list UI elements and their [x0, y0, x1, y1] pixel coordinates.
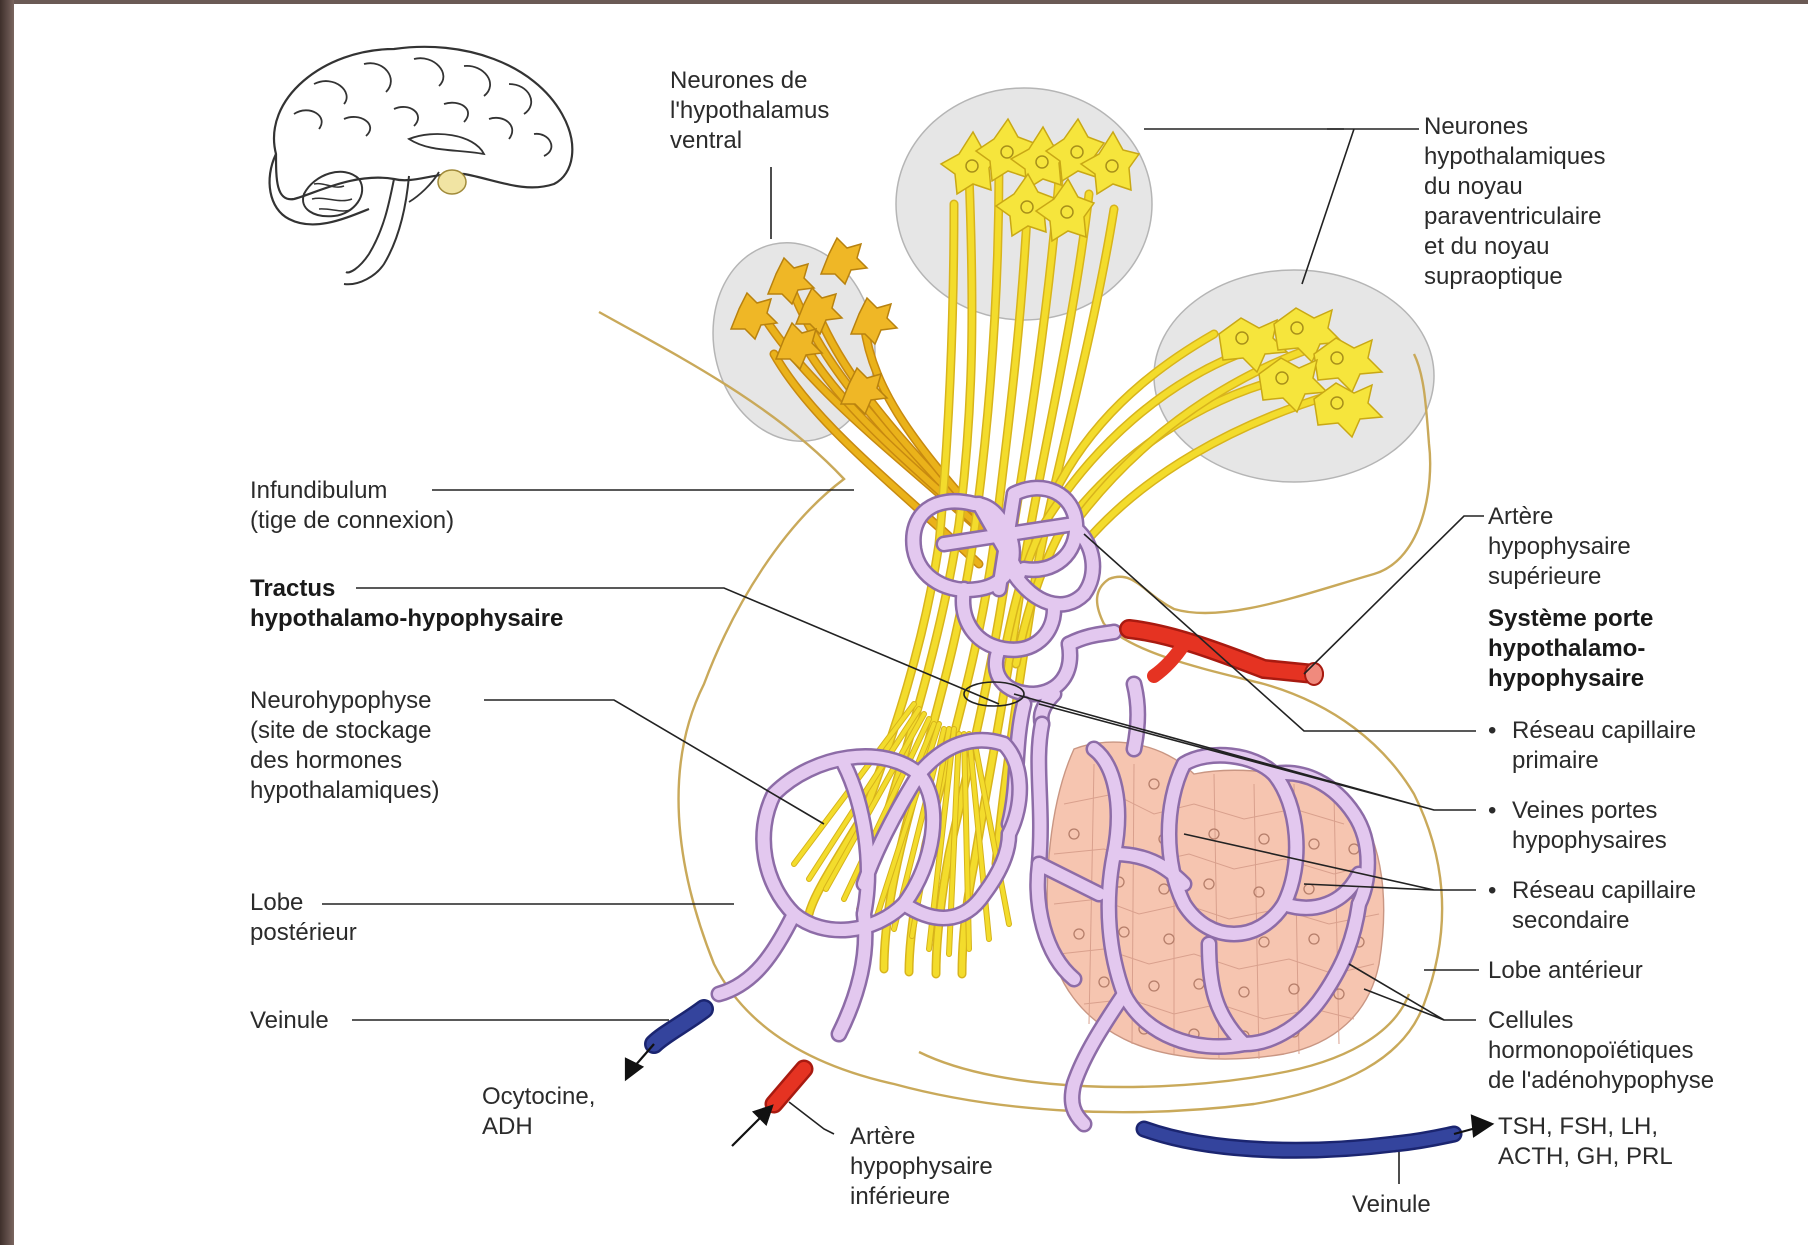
label-capillary-secondary-2: secondaire [1512, 907, 1629, 934]
label-capillary-primary-1: Réseau capillaire [1512, 717, 1696, 744]
arrows [626, 1044, 1492, 1146]
label-paraventricular-3: du noyau [1424, 173, 1523, 200]
label-ocytocine-1: Ocytocine, [482, 1083, 595, 1110]
label-capillary-secondary-1: Réseau capillaire [1512, 877, 1696, 904]
frame-left-border [0, 0, 14, 1245]
label-paraventricular-5: et du noyau [1424, 233, 1549, 260]
label-portal-system-2: hypothalamo- [1488, 635, 1645, 662]
brain-thumbnail-icon [270, 47, 573, 284]
label-paraventricular-4: paraventriculaire [1424, 203, 1601, 230]
label-lobe-posterior-2: postérieur [250, 919, 357, 946]
label-paraventricular-6: supraoptique [1424, 263, 1563, 290]
label-capillary-primary-2: primaire [1512, 747, 1599, 774]
label-infundibulum-1: Infundibulum [250, 477, 387, 504]
label-cellules-1: Cellules [1488, 1007, 1573, 1034]
left-venule [654, 1009, 704, 1044]
bullet-portal-veins: • [1488, 797, 1496, 824]
label-portal-veins-2: hypophysaires [1512, 827, 1667, 854]
label-ventral-3: ventral [670, 127, 742, 154]
label-tractus-2: hypothalamo-hypophysaire [250, 605, 563, 632]
label-hormones-2: ACTH, GH, PRL [1498, 1143, 1673, 1170]
label-cellules-2: hormonopoïétiques [1488, 1037, 1693, 1064]
superior-hypophyseal-artery [1129, 629, 1323, 685]
label-artery-inferior-2: hypophysaire [850, 1153, 993, 1180]
label-ventral-2: l'hypothalamus [670, 97, 829, 124]
bullet-capillary-secondary: • [1488, 877, 1496, 904]
label-paraventricular-2: hypothalamiques [1424, 143, 1605, 170]
label-portal-system-3: hypophysaire [1488, 665, 1644, 692]
label-infundibulum-2: (tige de connexion) [250, 507, 454, 534]
label-tractus-1: Tractus [250, 575, 335, 602]
label-artery-superior-1: Artère [1488, 503, 1553, 530]
label-portal-veins-1: Veines portes [1512, 797, 1657, 824]
hormones-arrow-head [1472, 1116, 1492, 1136]
label-neurohypophyse-1: Neurohypophyse [250, 687, 431, 714]
label-neurohypophyse-2: (site de stockage [250, 717, 431, 744]
label-paraventricular-1: Neurones [1424, 113, 1528, 140]
label-portal-system-1: Système porte [1488, 605, 1653, 632]
diagram-canvas: Neurones de l'hypothalamus ventral Neuro… [14, 4, 1808, 1245]
label-neurohypophyse-4: hypothalamiques) [250, 777, 439, 804]
label-ventral-1: Neurones de [670, 67, 807, 94]
pituitary-diagram: Neurones de l'hypothalamus ventral Neuro… [14, 4, 1808, 1245]
label-cellules-3: de l'adénohypophyse [1488, 1067, 1714, 1094]
label-neurohypophyse-3: des hormones [250, 747, 402, 774]
label-artery-inferior-1: Artère [850, 1123, 915, 1150]
label-artery-superior-2: hypophysaire [1488, 533, 1631, 560]
label-artery-inferior-3: inférieure [850, 1183, 950, 1210]
bottom-venule [1144, 1129, 1454, 1150]
artery-inf-arrow-shaft [732, 1116, 762, 1146]
label-lobe-anterior: Lobe antérieur [1488, 957, 1643, 984]
label-veinule-bottom: Veinule [1352, 1191, 1431, 1218]
inferior-hypophyseal-artery [774, 1069, 804, 1104]
bullet-capillary-primary: • [1488, 717, 1496, 744]
label-artery-superior-3: supérieure [1488, 563, 1601, 590]
label-lobe-posterior-1: Lobe [250, 889, 303, 916]
label-ocytocine-2: ADH [482, 1113, 533, 1140]
label-hormones-1: TSH, FSH, LH, [1498, 1113, 1658, 1140]
label-veinule-left: Veinule [250, 1007, 329, 1034]
